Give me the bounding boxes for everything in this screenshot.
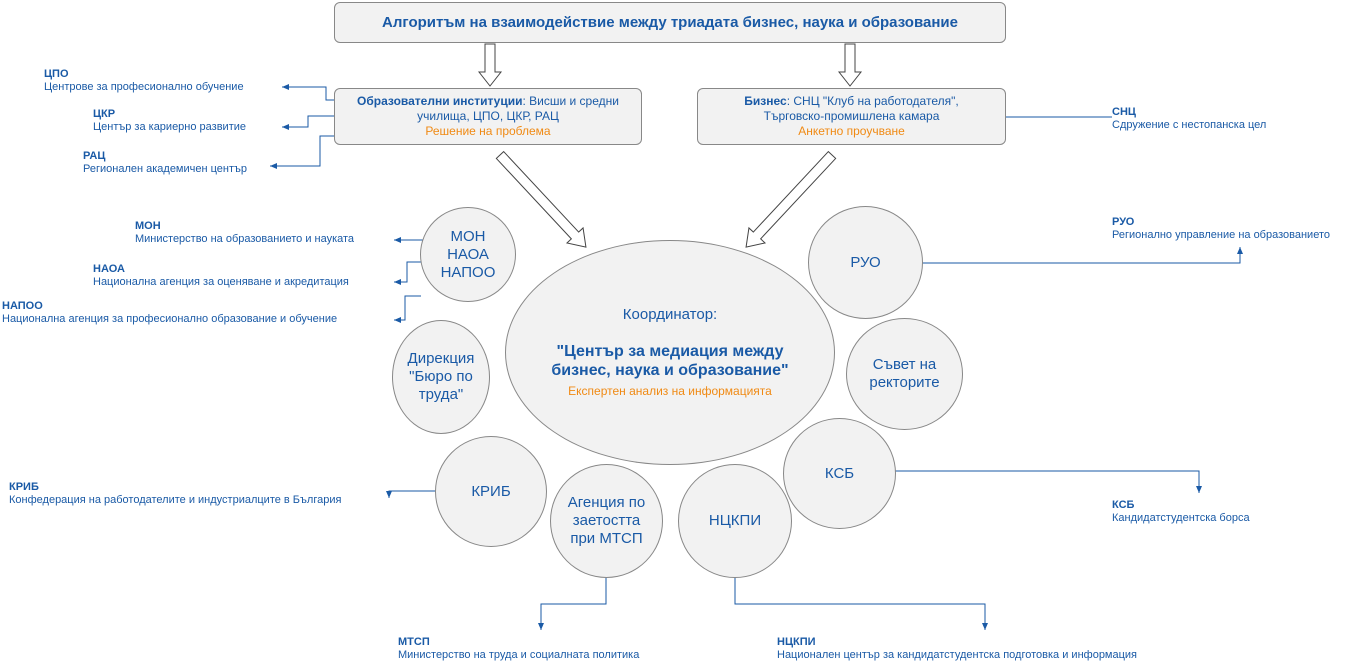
circle-mon-line3: НАПОО xyxy=(440,263,496,281)
coordinator-ellipse: Координатор: "Център за медиация между б… xyxy=(505,240,835,465)
coordinator-analysis: Експертен анализ на информацията xyxy=(568,383,772,398)
note-ksb-full: Кандидатстудентска борса xyxy=(1112,512,1250,524)
circle-labour-bureau: Дирекция "Бюро по труда" xyxy=(392,320,490,434)
education-text-2: училища, ЦПО, ЦКР, РАЦ xyxy=(417,109,559,123)
coordinator-name-line1: "Център за медиация между xyxy=(556,342,784,360)
note-ckr-full: Център за кариерно развитие xyxy=(93,121,246,133)
note-napoo-abbr: НАПОО xyxy=(2,300,43,312)
circle-nckpi: НЦКПИ xyxy=(678,464,792,578)
note-rac-full: Регионален академичен център xyxy=(83,163,248,175)
circle-ksb-label: КСБ xyxy=(824,464,855,482)
note-cpo-full: Центрове за професионално обучение xyxy=(44,81,244,93)
education-label: Образователни институции xyxy=(357,94,523,108)
circle-agency-line1: Агенция по xyxy=(567,494,646,511)
title-to-education-arrow xyxy=(477,43,503,87)
coordinator-label: Координатор: xyxy=(622,305,718,323)
note-naoa: НАОА Национална агенция за оценяване и а… xyxy=(93,263,349,289)
note-rac: РАЦ Регионален академичен център xyxy=(83,150,247,176)
note-naoa-full: Национална агенция за оценяване и акреди… xyxy=(93,276,349,288)
education-action: Решение на проблема xyxy=(425,124,551,138)
circle-ksb: КСБ xyxy=(783,418,896,529)
business-text-2: Търговско-промишлена камара xyxy=(763,109,940,123)
note-mon: МОН Министерство на образованието и наук… xyxy=(135,220,354,246)
circle-agency-line2: заетостта xyxy=(572,512,641,529)
circle-direction-line2: "Бюро по xyxy=(409,368,473,385)
education-to-coordinator-arrow xyxy=(495,150,587,248)
note-snc: СНЦ Сдружение с нестопанска цел xyxy=(1112,106,1266,132)
note-rac-abbr: РАЦ xyxy=(83,150,106,162)
diagram-title: Алгоритъм на взаимодействие между триада… xyxy=(334,2,1006,43)
circle-agency-line3: при МТСП xyxy=(570,530,643,547)
note-krib-abbr: КРИБ xyxy=(9,481,39,493)
circle-rectors-council: Съвет на ректорите xyxy=(846,318,963,430)
note-mtsp-full: Министерство на труда и социалната полит… xyxy=(398,649,640,661)
coordinator-name-line2: бизнес, наука и образование" xyxy=(551,361,789,379)
note-ckr: ЦКР Център за кариерно развитие xyxy=(93,108,246,134)
circle-krib-label: КРИБ xyxy=(471,482,511,500)
circle-direction-line1: Дирекция xyxy=(407,350,475,367)
business-label: Бизнес xyxy=(744,94,787,108)
business-text-1: : СНЦ "Клуб на работодателя", xyxy=(786,94,959,108)
note-nckpi-abbr: НЦКПИ xyxy=(777,636,816,648)
circle-ruo: РУО xyxy=(808,206,923,319)
note-ruo: РУО Регионално управление на образование… xyxy=(1112,216,1330,242)
note-napoo: НАПОО Национална агенция за професионалн… xyxy=(2,300,337,326)
note-ksb-abbr: КСБ xyxy=(1112,499,1135,511)
note-ksb: КСБ Кандидатстудентска борса xyxy=(1112,499,1250,525)
note-cpo: ЦПО Центрове за професионално обучение xyxy=(44,68,244,94)
circle-council-line1: Съвет на xyxy=(872,356,937,373)
note-mon-full: Министерство на образованието и науката xyxy=(135,233,355,245)
note-naoa-abbr: НАОА xyxy=(93,263,125,275)
note-napoo-full: Национална агенция за професионално обра… xyxy=(2,313,338,325)
note-nckpi-full: Национален център за кандидатстудентска … xyxy=(777,649,1138,661)
circle-ruo-label: РУО xyxy=(850,253,881,271)
diagram-title-text: Алгоритъм на взаимодействие между триада… xyxy=(382,14,958,31)
note-mtsp: МТСП Министерство на труда и социалната … xyxy=(398,636,639,662)
business-box: Бизнес: СНЦ "Клуб на работодателя", Търг… xyxy=(697,88,1006,145)
circle-mon-line1: МОН xyxy=(450,227,486,245)
education-text-1: : Висши и средни xyxy=(522,94,619,108)
note-snc-full: Сдружение с нестопанска цел xyxy=(1112,119,1267,131)
circle-mon-naoa-napoo: МОН НАОА НАПОО xyxy=(420,207,516,302)
note-ckr-abbr: ЦКР xyxy=(93,108,116,120)
note-mon-abbr: МОН xyxy=(135,220,161,232)
note-cpo-abbr: ЦПО xyxy=(44,68,69,80)
note-mtsp-abbr: МТСП xyxy=(398,636,430,648)
circle-direction-line3: труда" xyxy=(418,386,464,403)
circle-nckpi-label: НЦКПИ xyxy=(708,512,762,529)
note-krib-full: Конфедерация на работодателите и индустр… xyxy=(9,494,342,506)
title-to-business-arrow xyxy=(837,43,863,87)
note-snc-abbr: СНЦ xyxy=(1112,106,1136,118)
note-ruo-abbr: РУО xyxy=(1112,216,1135,228)
circle-mon-line2: НАОА xyxy=(447,245,489,263)
note-nckpi: НЦКПИ Национален център за кандидатстуде… xyxy=(777,636,1137,662)
circle-employment-agency: Агенция по заетостта при МТСП xyxy=(550,464,663,578)
business-action: Анкетно проучване xyxy=(798,124,905,138)
note-ruo-full: Регионално управление на образованието xyxy=(1112,229,1330,241)
circle-council-line2: ректорите xyxy=(869,374,940,391)
circle-krib: КРИБ xyxy=(435,436,547,547)
education-institutions-box: Образователни институции: Висши и средни… xyxy=(334,88,642,145)
business-to-coordinator-arrow xyxy=(745,150,837,248)
note-krib: КРИБ Конфедерация на работодателите и ин… xyxy=(9,481,341,507)
